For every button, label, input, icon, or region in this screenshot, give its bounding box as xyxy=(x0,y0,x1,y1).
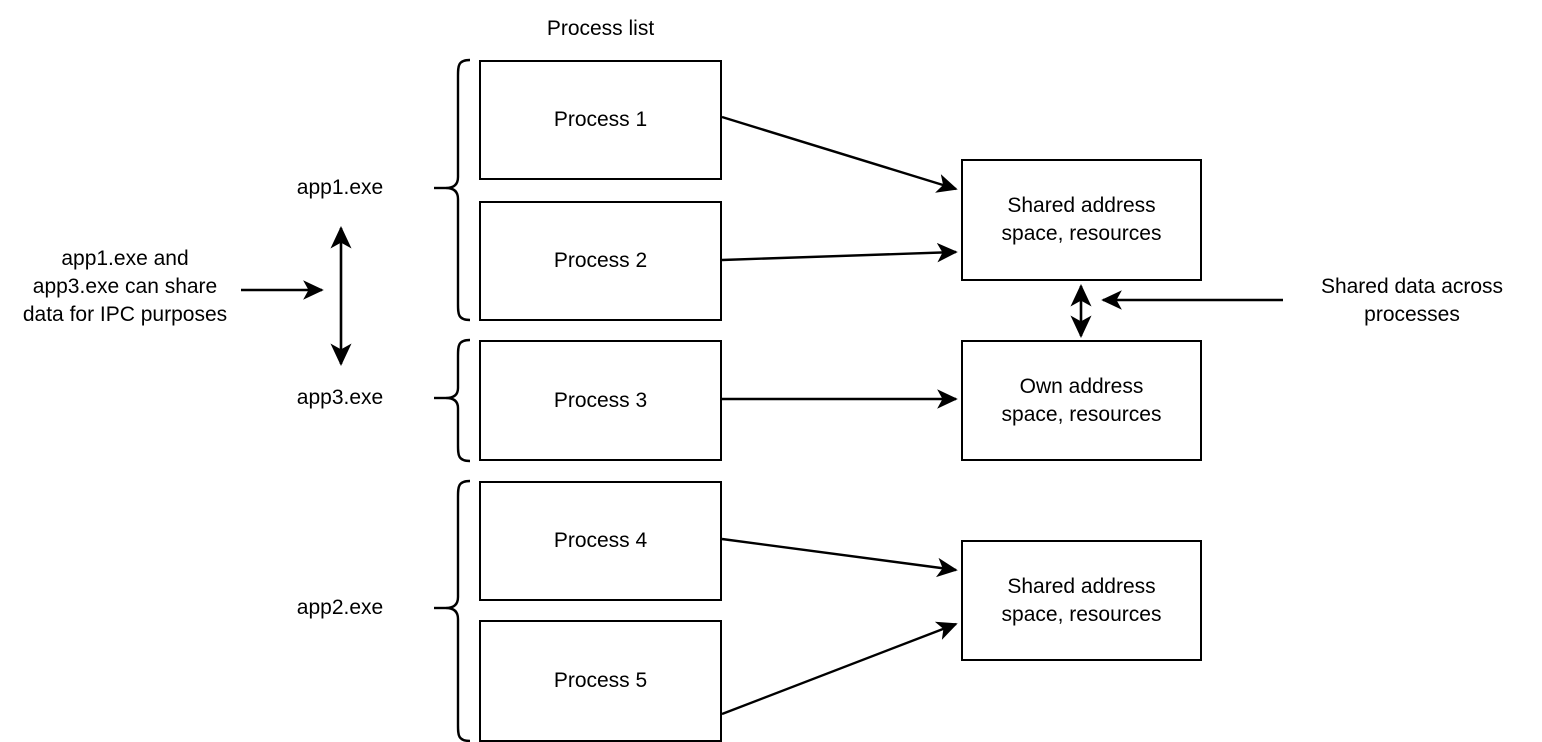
brace-app1 xyxy=(434,58,471,322)
app-group-label-app3: app3.exe xyxy=(296,386,384,409)
memory-box-shared-bottom[interactable] xyxy=(961,540,1202,661)
process-box-2-label: Process 2 xyxy=(553,249,648,272)
app-group-label-app2: app2.exe xyxy=(296,596,384,619)
ipc-note-label: app1.exe and app3.exe can share data for… xyxy=(22,247,228,326)
process-box-4[interactable] xyxy=(479,481,722,601)
memory-box-shared-bottom-label: Shared address space, resources xyxy=(1001,574,1162,626)
memory-box-own[interactable] xyxy=(961,340,1202,461)
process-box-5-label: Process 5 xyxy=(553,669,648,692)
process-box-2[interactable] xyxy=(479,201,722,321)
arrow-process1-to-shared-top xyxy=(721,115,958,193)
memory-box-shared-top-label: Shared address space, resources xyxy=(1001,194,1162,245)
arrow-process2-to-shared-top xyxy=(721,242,958,263)
process-list-title: Process list xyxy=(546,17,655,40)
process-box-1-label: Process 1 xyxy=(553,108,648,131)
brace-app3 xyxy=(434,338,471,463)
process-box-5[interactable] xyxy=(479,620,722,742)
process-box-3[interactable] xyxy=(479,340,722,461)
memory-box-own-label: Own address space, resources xyxy=(1001,374,1162,426)
arrow-process5-to-shared-bottom xyxy=(721,621,958,716)
process-box-4-label: Process 4 xyxy=(553,529,648,552)
memory-box-shared-top[interactable] xyxy=(961,159,1202,281)
process-box-3-label: Process 3 xyxy=(553,388,648,412)
arrow-process4-to-shared-bottom xyxy=(721,537,958,578)
app-group-label-app1: app1.exe xyxy=(296,176,384,199)
brace-app2 xyxy=(434,479,471,742)
shared-data-note-label: Shared data across processes xyxy=(1320,275,1504,326)
process-box-1[interactable] xyxy=(479,60,722,180)
